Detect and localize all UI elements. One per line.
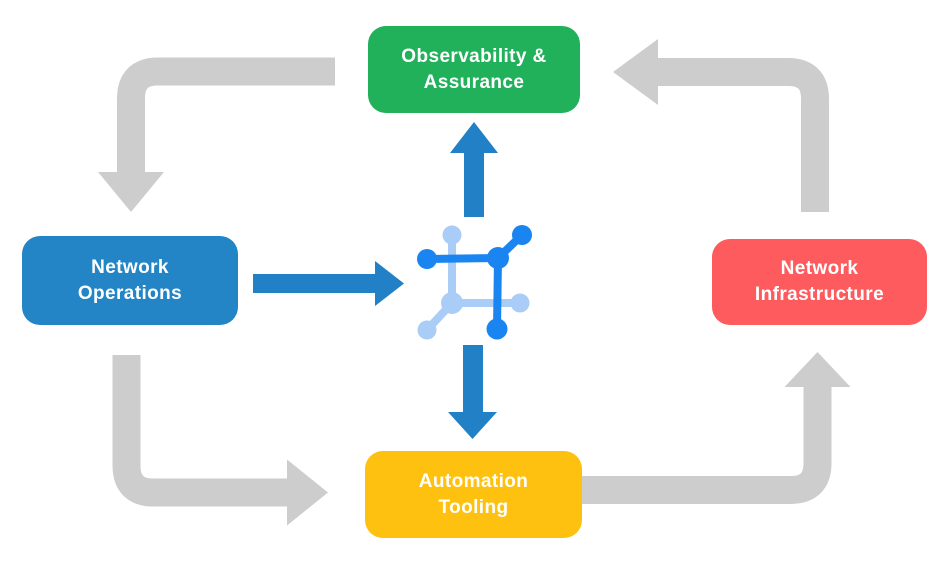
arrowhead-up-icon bbox=[450, 122, 498, 153]
arrow-operations-to-automation bbox=[112, 355, 328, 526]
arrowhead-right-icon bbox=[287, 459, 328, 526]
node-label: Network Operations bbox=[77, 256, 183, 304]
arrow-shaft bbox=[582, 387, 832, 504]
arrow-observability-to-operations bbox=[98, 57, 335, 212]
arrow-shaft bbox=[658, 58, 829, 212]
arrow-hub-to-automation bbox=[448, 345, 497, 439]
arrowhead-left-icon bbox=[613, 39, 658, 105]
node-network-operations: Network Operations bbox=[22, 236, 238, 325]
arrow-hub-to-observability bbox=[450, 122, 498, 217]
node-label: Observability & Assurance bbox=[401, 45, 547, 93]
icon-square-top-edge bbox=[423, 254, 502, 263]
icon-node-dot bbox=[417, 320, 437, 340]
node-label: Automation Tooling bbox=[418, 470, 529, 518]
arrowhead-down-icon bbox=[98, 172, 164, 212]
icon-corner-node bbox=[487, 247, 509, 269]
icon-square-right-edge bbox=[493, 254, 502, 333]
arrow-shaft bbox=[117, 57, 335, 172]
icon-corner-node bbox=[441, 292, 463, 314]
icon-node-dot bbox=[512, 225, 532, 245]
icon-node-dot bbox=[417, 249, 437, 269]
arrow-infrastructure-to-observability bbox=[613, 39, 829, 212]
node-label: Network Infrastructure bbox=[754, 258, 885, 305]
node-observability-assurance: Observability & Assurance bbox=[368, 26, 580, 113]
icon-node-dot bbox=[486, 318, 508, 340]
icon-node-dot bbox=[442, 225, 462, 245]
arrowhead-up-icon bbox=[784, 352, 851, 387]
arrowhead-right-icon bbox=[375, 261, 404, 306]
arrow-shaft bbox=[112, 355, 287, 507]
node-network-infrastructure: Network Infrastructure bbox=[712, 239, 927, 325]
icon-node-dot bbox=[510, 293, 530, 313]
arrow-operations-to-hub bbox=[253, 261, 404, 306]
arrow-automation-to-infrastructure bbox=[582, 352, 851, 504]
node-automation-tooling: Automation Tooling bbox=[365, 451, 582, 538]
network-mesh-icon bbox=[417, 225, 532, 340]
arrowhead-down-icon bbox=[448, 412, 497, 439]
